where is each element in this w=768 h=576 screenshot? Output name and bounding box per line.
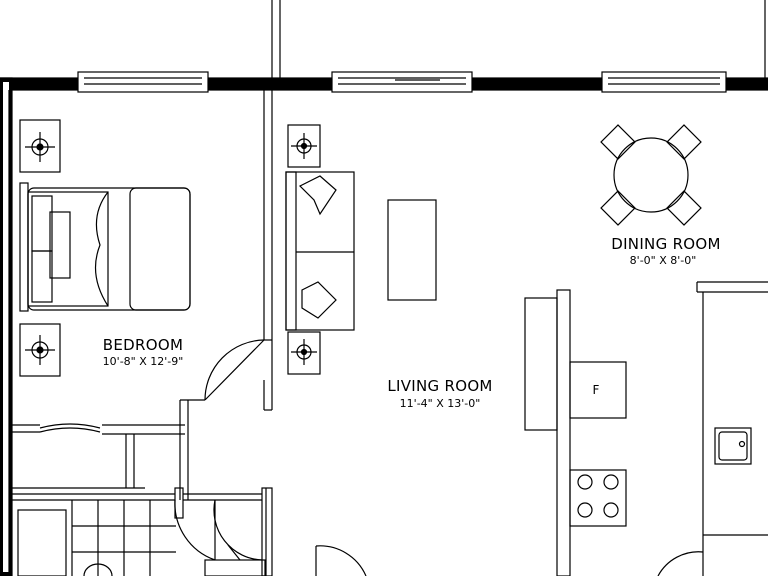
window-dining <box>601 71 727 93</box>
outlet-icon <box>19 323 61 377</box>
fridge-icon <box>569 361 627 419</box>
bath-door-swing <box>174 499 216 561</box>
balcony-lines <box>271 0 766 78</box>
bedroom-dimensions: 10'-8" X 12'-9" <box>103 355 184 368</box>
closet-wall <box>12 423 185 489</box>
outlet-icon <box>19 119 61 173</box>
dining-table-icon <box>600 124 702 226</box>
bathroom-tile-grid <box>71 500 176 576</box>
bath-door-swing-2 <box>213 499 263 561</box>
fridge-label: F <box>593 383 600 397</box>
dining-room-dimensions: 8'-0" X 8'-0" <box>630 254 697 267</box>
stove-icon <box>569 469 627 527</box>
interior-wall-bedroom-living <box>263 90 273 411</box>
kitchen-counter <box>524 289 627 576</box>
living-room-name: LIVING ROOM <box>387 377 492 395</box>
window-living <box>331 71 473 93</box>
bedroom-door <box>179 339 265 500</box>
sofa-icon <box>285 171 355 331</box>
entry-door-swing <box>315 545 367 576</box>
outlet-icon <box>287 331 321 375</box>
bed-icon <box>19 182 191 312</box>
kitchen-right-counter <box>696 281 768 576</box>
sink-icon <box>714 427 752 465</box>
bathroom <box>12 487 273 576</box>
coffee-table-icon <box>387 199 437 301</box>
bedroom-name: BEDROOM <box>103 336 183 354</box>
exterior-wall <box>0 77 768 576</box>
window-bedroom <box>77 71 209 93</box>
outlet-icon <box>287 124 321 168</box>
dining-room-name: DINING ROOM <box>611 235 721 253</box>
kitchen-door-swing <box>657 551 704 576</box>
toilet-icon <box>83 563 113 576</box>
living-room-dimensions: 11'-4" X 13'-0" <box>400 397 481 410</box>
